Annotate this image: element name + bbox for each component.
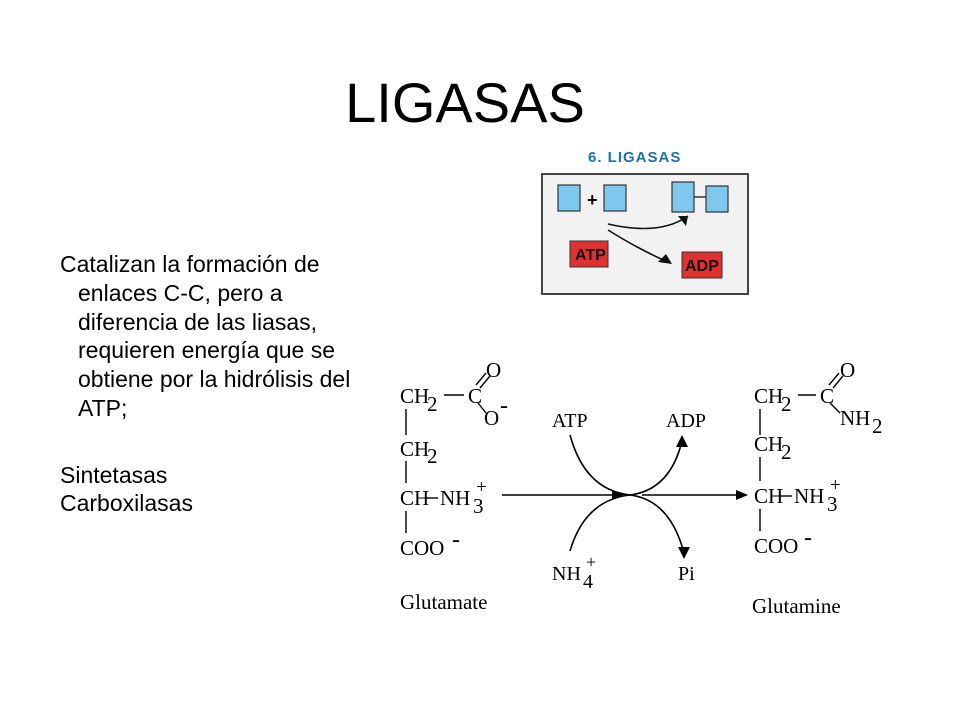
- atp-adp-curve: [569, 434, 683, 496]
- arrow-head: [658, 254, 672, 264]
- atp-label: ATP: [552, 410, 588, 432]
- reaction-diagram: CH 2 C O O - CH 2 CH NH 3 + COO - Glutam…: [400, 358, 883, 618]
- plus-sign: +: [587, 190, 598, 210]
- substrate-a-box: [557, 184, 581, 212]
- charge-minus: -: [500, 393, 508, 419]
- subscript: 4: [583, 571, 593, 593]
- oxygen-label: O: [840, 358, 855, 382]
- substrate-b-box: [603, 184, 627, 212]
- ligase-icon-panel: 6. LIGASAS + ATP ADP: [541, 149, 749, 295]
- glutamate-structure: CH 2 C O O - CH 2 CH NH 3 + COO - Glutam…: [400, 358, 508, 614]
- glutamate-label: Glutamate: [400, 590, 487, 614]
- ch2-label: CH: [400, 384, 429, 408]
- ch2-label: CH: [754, 432, 783, 456]
- product-box-left: [671, 181, 695, 213]
- arrow-head: [678, 216, 688, 226]
- nh-label: NH: [794, 484, 824, 508]
- ch2-label: CH: [400, 437, 429, 461]
- adp-label: ADP: [685, 258, 719, 275]
- charge-plus: +: [476, 477, 487, 498]
- charge-plus: +: [830, 475, 841, 496]
- adp-label: ADP: [666, 410, 706, 432]
- oxygen-label: O: [484, 406, 499, 430]
- charge-minus: -: [804, 525, 812, 551]
- slide-title: LIGASAS: [345, 71, 585, 134]
- subscript: 2: [872, 414, 883, 438]
- subscript: 3: [473, 494, 484, 518]
- product-box-right: [705, 185, 729, 213]
- oxygen-label: O: [486, 358, 501, 382]
- adp-tag: [681, 251, 723, 279]
- carbon-label: C: [820, 384, 834, 408]
- nh4-pi-curve: [569, 494, 685, 554]
- subscript: 2: [781, 392, 792, 416]
- nh-label: NH: [440, 486, 470, 510]
- ch2-label: CH: [754, 384, 783, 408]
- list-item: Carboxilasas: [60, 490, 193, 517]
- ch-label: CH: [754, 484, 783, 508]
- atp-tag: [569, 240, 609, 268]
- charge-minus: -: [452, 527, 460, 553]
- subscript: 2: [427, 444, 438, 468]
- list-item: Sintetasas: [60, 461, 168, 488]
- carbon-label: C: [468, 384, 482, 408]
- subscript: 3: [827, 492, 838, 516]
- subscript: 2: [427, 392, 438, 416]
- glutamine-structure: CH 2 C O NH 2 CH 2 CH NH 3 + COO - Gluta…: [752, 358, 883, 618]
- pi-label: Pi: [678, 563, 695, 585]
- description-paragraph: Catalizan la formación de enlaces C-C, p…: [60, 251, 351, 421]
- subscript: 2: [781, 440, 792, 464]
- nh2-label: NH: [840, 406, 870, 430]
- coo-label: COO: [400, 536, 444, 560]
- atp-label: ATP: [575, 247, 606, 264]
- panel-header: 6. LIGASAS: [588, 149, 681, 166]
- coo-label: COO: [754, 534, 798, 558]
- charge-plus: +: [586, 552, 596, 572]
- glutamine-label: Glutamine: [752, 594, 841, 618]
- body-text: Catalizan la formación de enlaces C-C, p…: [60, 250, 380, 518]
- nh4-label: NH: [552, 563, 581, 585]
- ch-label: CH: [400, 486, 429, 510]
